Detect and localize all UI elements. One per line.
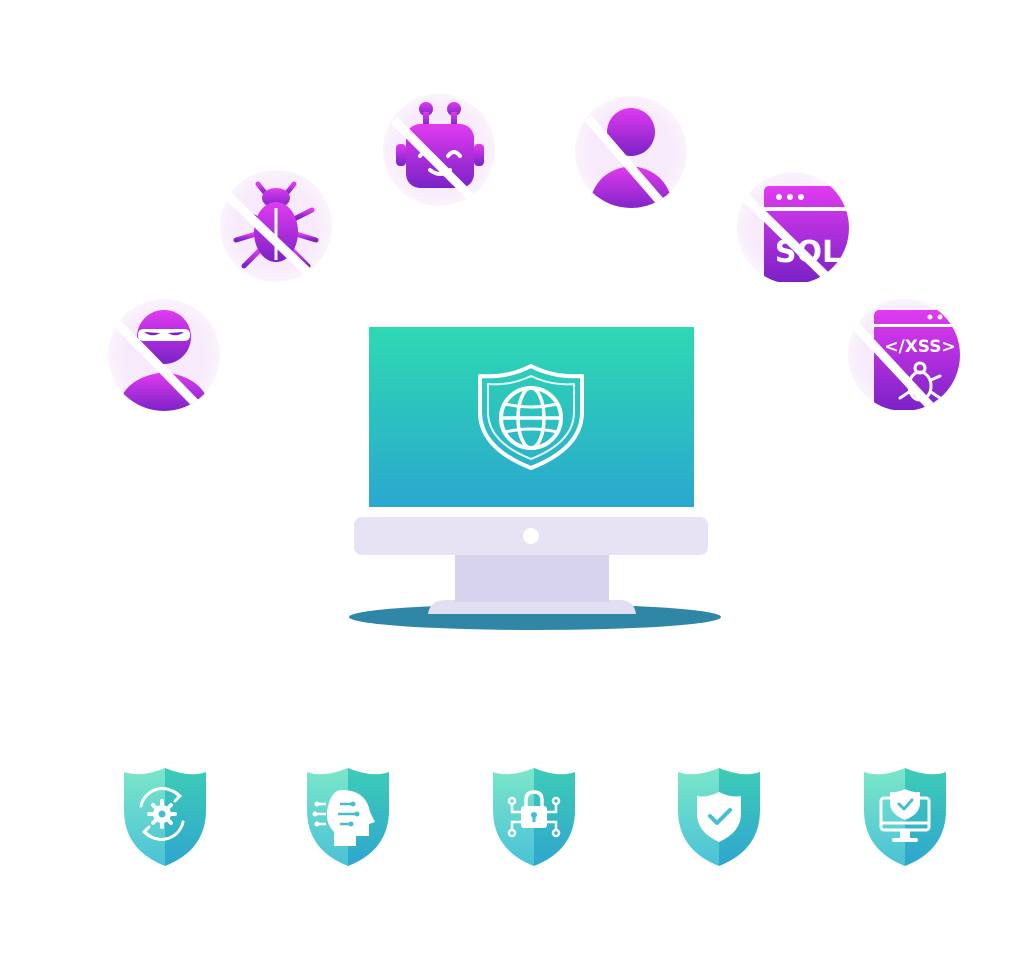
threat-hacker [108, 299, 220, 411]
threat-user [575, 96, 687, 208]
shield-gear-sync-icon [139, 787, 185, 841]
feature-shield-5 [864, 768, 946, 866]
feature-shield-3 [493, 768, 575, 866]
globe-shield-icon [478, 364, 584, 470]
blocked-bug-icon [224, 181, 319, 280]
monitor-base [428, 600, 636, 614]
feature-shield-4 [678, 768, 760, 866]
blocked-user-icon [584, 108, 674, 208]
threat-bot [383, 94, 495, 206]
shield-check-icon [697, 792, 741, 842]
threat-bug [220, 170, 332, 282]
blocked-xss-icon: </XSS> [848, 310, 960, 411]
monitor-neck [455, 552, 609, 602]
xss-label: </XSS> [884, 337, 956, 357]
threat-sql-injection: SQL [737, 172, 849, 284]
blocked-bot-icon [390, 102, 484, 200]
power-button-icon [523, 528, 539, 544]
threat-xss: </XSS> [848, 299, 960, 411]
feature-shield-1 [124, 768, 206, 866]
monitor [349, 327, 721, 630]
shield-lock-network-icon [507, 790, 561, 838]
blocked-sql-injection-icon: SQL [740, 186, 849, 284]
shield-monitor-protected-icon [879, 789, 931, 842]
feature-shield-2 [307, 768, 389, 866]
shield-ai-head-icon [312, 790, 375, 846]
blocked-hacker-icon [112, 310, 210, 411]
